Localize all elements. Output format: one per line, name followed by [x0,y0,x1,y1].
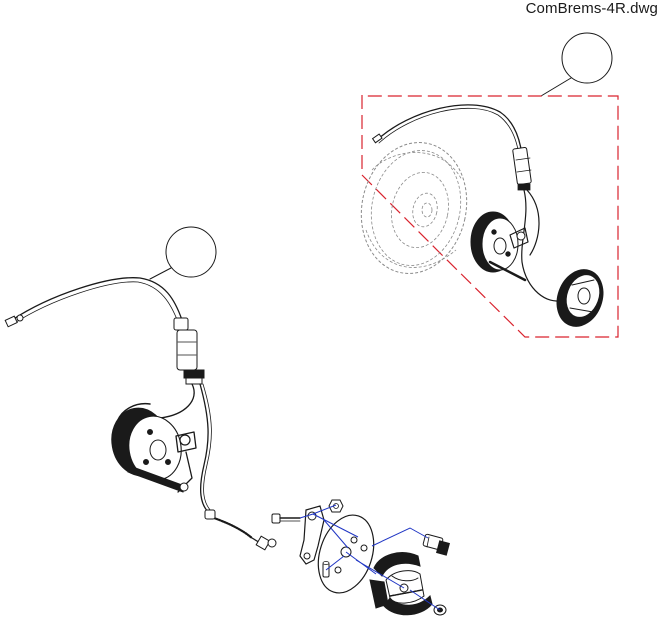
drawing-filename: ComBrems-4R.dwg [525,0,658,17]
detail-callout-circle-icon [561,32,613,84]
tire [360,142,468,274]
detail-cable [376,104,523,156]
detail-brake-drum [470,211,529,282]
brake-shoes [369,552,433,616]
adjuster [422,533,450,556]
assembly-callout-leader [149,267,172,280]
main-assembly [4,226,450,616]
brake-lever [299,505,325,565]
detail-view [360,32,619,338]
detail-callout-leader [540,77,572,97]
bolt [271,513,301,524]
assembly-leader-lines [299,504,441,611]
detail-frame [361,95,619,338]
pin [322,561,330,578]
brake-drum [111,402,197,493]
brake-cable [11,277,183,321]
nut [328,499,344,513]
detail-brake-shoe [556,269,604,327]
return-spring [204,509,277,551]
cable-connector [173,317,205,385]
assembly-callout-circle-icon [165,226,217,278]
